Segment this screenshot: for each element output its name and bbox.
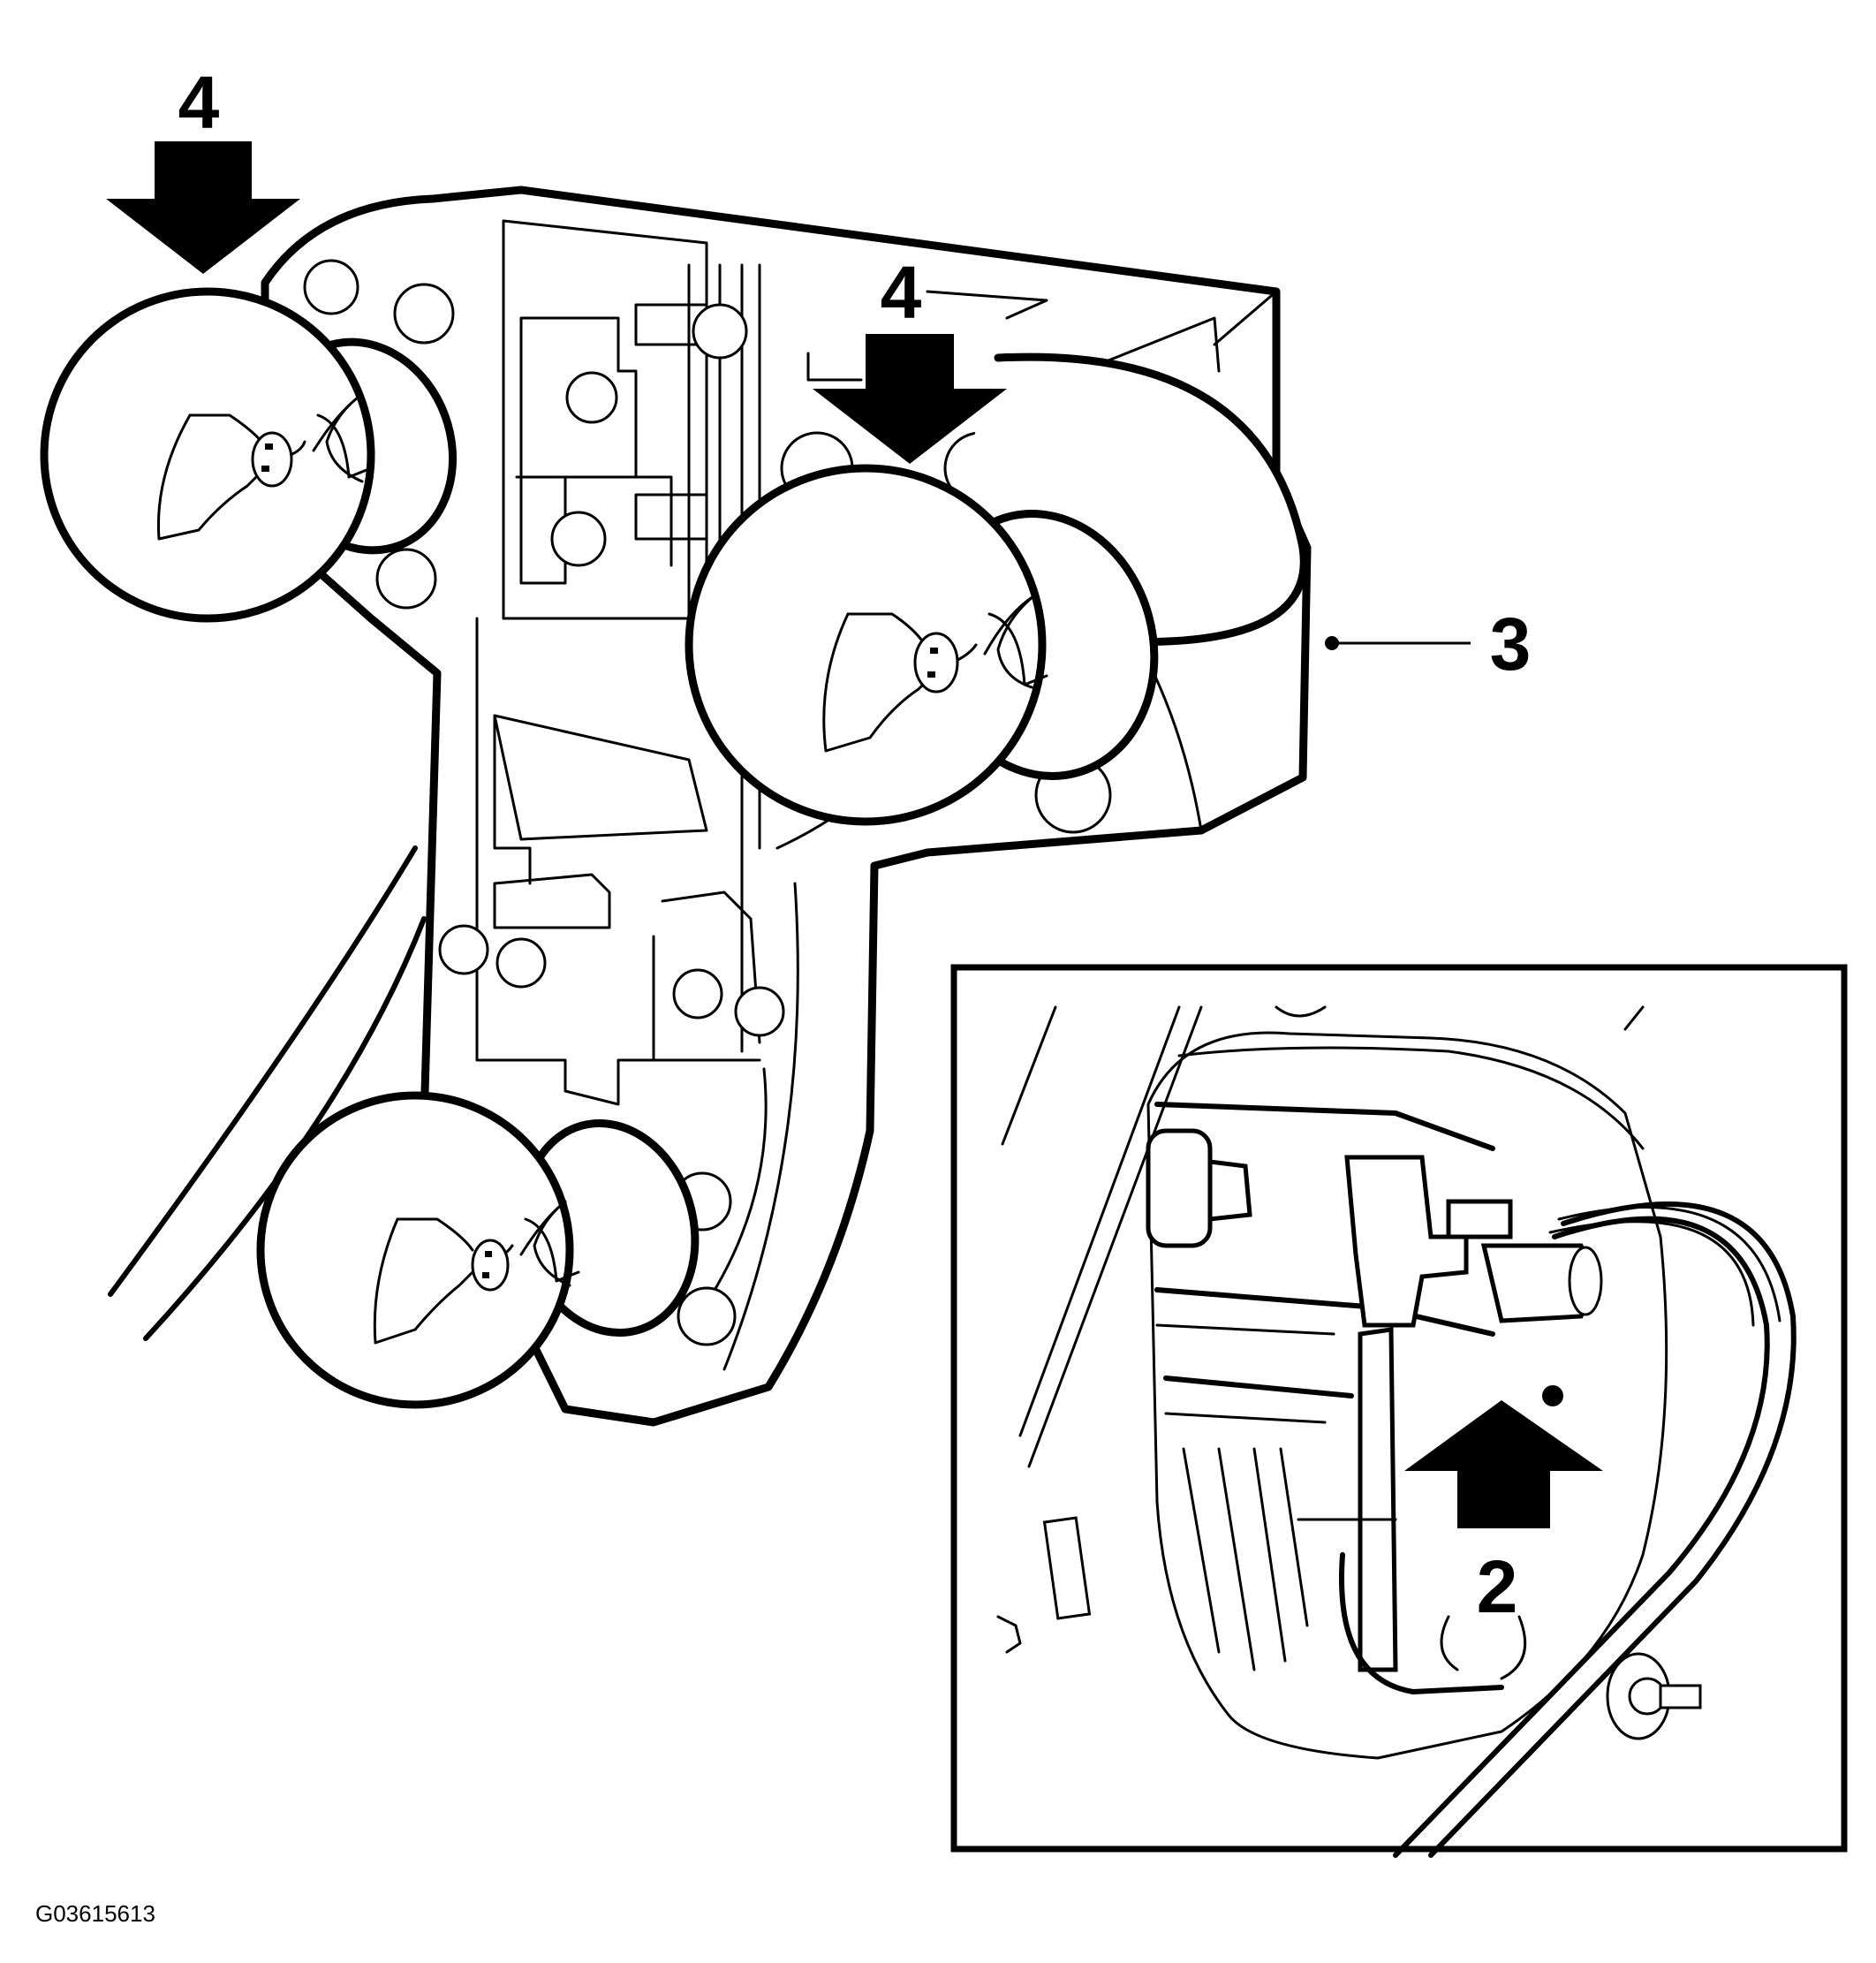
plate-slot [493, 714, 708, 841]
inner-detail [1155, 1323, 1335, 1671]
inset-harness [1548, 1220, 1755, 1327]
bulb-filament [519, 1200, 580, 1287]
holder-rivet [375, 548, 437, 610]
bulb-contact [482, 1272, 489, 1278]
inset-harness [1428, 1201, 1797, 1858]
lamp-opening [1146, 1031, 1668, 1760]
holder-rivet [303, 259, 359, 315]
harness-wire [143, 916, 427, 1341]
bolt-shaft [1659, 1684, 1702, 1709]
callout-4-left-label: 4 [178, 61, 220, 144]
inset-bolt [1606, 1652, 1702, 1740]
plate-edge [1213, 290, 1278, 346]
lamp-opening [1177, 1046, 1645, 1150]
down-arrow-icon [106, 141, 300, 274]
bulb-filament-support [913, 632, 959, 693]
down-arrow-icon [813, 334, 1007, 464]
connector-plug-end [1568, 1246, 1603, 1316]
holder-rivet [692, 303, 748, 360]
bulb-center [685, 352, 1308, 826]
inset-bracket-loop [1339, 1552, 1504, 1694]
inner-bracket [1154, 1102, 1495, 1151]
inset-detail: 2 [950, 964, 1848, 1858]
bulb-contact [930, 648, 938, 654]
plate-molding [722, 882, 799, 1371]
plate-molding [493, 714, 532, 885]
leader-dot [1325, 636, 1339, 650]
bulb-contact [485, 1251, 492, 1257]
inner-bracket [1163, 1376, 1354, 1398]
up-arrow-icon [1404, 1400, 1603, 1528]
bulb-contact [261, 466, 269, 472]
holder-rivet [734, 986, 785, 1037]
bulb-glass [40, 287, 375, 623]
connector-pin-dot [1542, 1385, 1563, 1406]
plate-molding [493, 873, 611, 929]
plate-molding [696, 1067, 768, 1318]
plate-molding [806, 352, 863, 382]
connector-block [1344, 1155, 1469, 1328]
callout-4-center-label: 4 [881, 251, 922, 334]
inset-clip [996, 1615, 1022, 1654]
plate-molding [652, 935, 761, 1062]
bulb-glass [685, 464, 1047, 826]
inset-bulb-socket [1207, 1159, 1252, 1222]
bulb-contact [927, 671, 935, 678]
plate-molding [515, 475, 673, 567]
inset-bracket [1358, 1327, 1398, 1672]
bulb-lower [256, 1091, 700, 1409]
bulb-filament [983, 595, 1048, 691]
connector-latch [1446, 1199, 1513, 1239]
bulb-filament [312, 396, 373, 483]
panel-line [1018, 1005, 1181, 1437]
panel-line [1275, 1005, 1327, 1018]
holder-rivet [565, 371, 618, 424]
bulb-filament [396, 1217, 474, 1252]
callout-3-label: 3 [1490, 603, 1532, 686]
plate-molding [926, 290, 1048, 320]
harness-wire [108, 845, 418, 1297]
bulb-filament-support [471, 1239, 510, 1292]
holder-rivet [677, 1286, 737, 1346]
inset-tab [1042, 1516, 1092, 1620]
panel-line [1027, 1005, 1203, 1468]
holder-rivet [438, 924, 489, 975]
bulb-contact [265, 443, 273, 450]
callout-2-label: 2 [1477, 1545, 1518, 1628]
bulb-upper-left [40, 287, 458, 623]
panel-line [1001, 1005, 1057, 1146]
bulb-filament-support [251, 431, 293, 488]
figure-id: G03615613 [35, 1900, 155, 1927]
inset-bulb-socket [1146, 1128, 1213, 1248]
inset-harness [1393, 1216, 1770, 1858]
inset-detail [1440, 1615, 1459, 1671]
holder-rivet [393, 283, 455, 345]
holder-rivet [672, 968, 723, 1019]
plate-molding [475, 617, 673, 1106]
bulb-glass [256, 1091, 574, 1409]
inset-detail [1500, 1615, 1527, 1680]
panel-line [1623, 1005, 1645, 1031]
plate-molding [661, 891, 761, 1044]
inset-harness [1557, 1206, 1781, 1323]
bulb-holder-assembly [40, 186, 1312, 1427]
holder-rivet [495, 937, 547, 989]
inset-frame [950, 964, 1848, 1853]
holder-rivet [550, 511, 607, 567]
